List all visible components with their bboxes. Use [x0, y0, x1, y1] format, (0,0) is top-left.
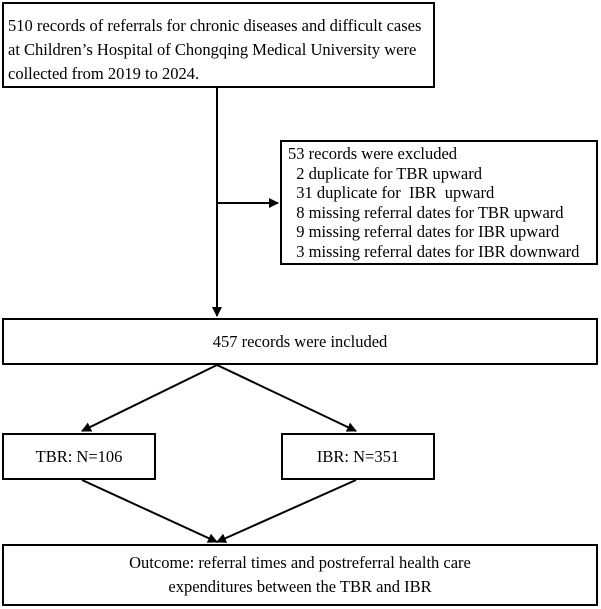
- excluded-item-ibr-missing-dates-upward: 9 missing referral dates for IBR upward: [288, 222, 560, 241]
- tbr-group-label: TBR: N=106: [35, 446, 123, 466]
- records-included-box: 457 records were included: [2, 318, 598, 365]
- tbr-group-box: TBR: N=106: [2, 433, 156, 480]
- excluded-item-tbr-duplicate: 2 duplicate for TBR upward: [288, 163, 482, 183]
- records-collected-line-3: collected from 2019 to 2024.: [8, 64, 200, 83]
- ibr-group-box: IBR: N=351: [281, 433, 435, 480]
- arrow-included-to-ibr: [216, 364, 357, 432]
- arrow-tbr-to-outcome: [81, 479, 218, 543]
- records-collected-line-2: at Children’s Hospital of Chongqing Medi…: [8, 40, 417, 59]
- arrow-ibr-to-outcome: [216, 479, 357, 543]
- records-collected-box: 510 records of referrals for chronic dis…: [2, 2, 435, 88]
- outcome-box: Outcome: referral times and postreferral…: [2, 544, 598, 606]
- excluded-item-ibr-duplicate: 31 duplicate for IBR upward: [288, 183, 495, 202]
- outcome-line-2: expenditures between the TBR and IBR: [168, 577, 432, 596]
- records-included-label: 457 records were included: [212, 331, 388, 351]
- excluded-item-tbr-missing-dates: 8 missing referral dates for TBR upward: [288, 202, 564, 222]
- excluded-heading: 53 records were excluded: [288, 144, 458, 163]
- records-collected-line-1: 510 records of referrals for chronic dis…: [8, 16, 422, 35]
- ibr-group-label: IBR: N=351: [316, 446, 400, 466]
- records-excluded-box: 53 records were excluded 2 duplicate for…: [280, 140, 598, 265]
- excluded-item-ibr-missing-dates-downward: 3 missing referral dates for IBR downwar…: [288, 241, 580, 261]
- arrow-included-to-tbr: [81, 364, 218, 432]
- outcome-line-1: Outcome: referral times and postreferral…: [129, 553, 471, 572]
